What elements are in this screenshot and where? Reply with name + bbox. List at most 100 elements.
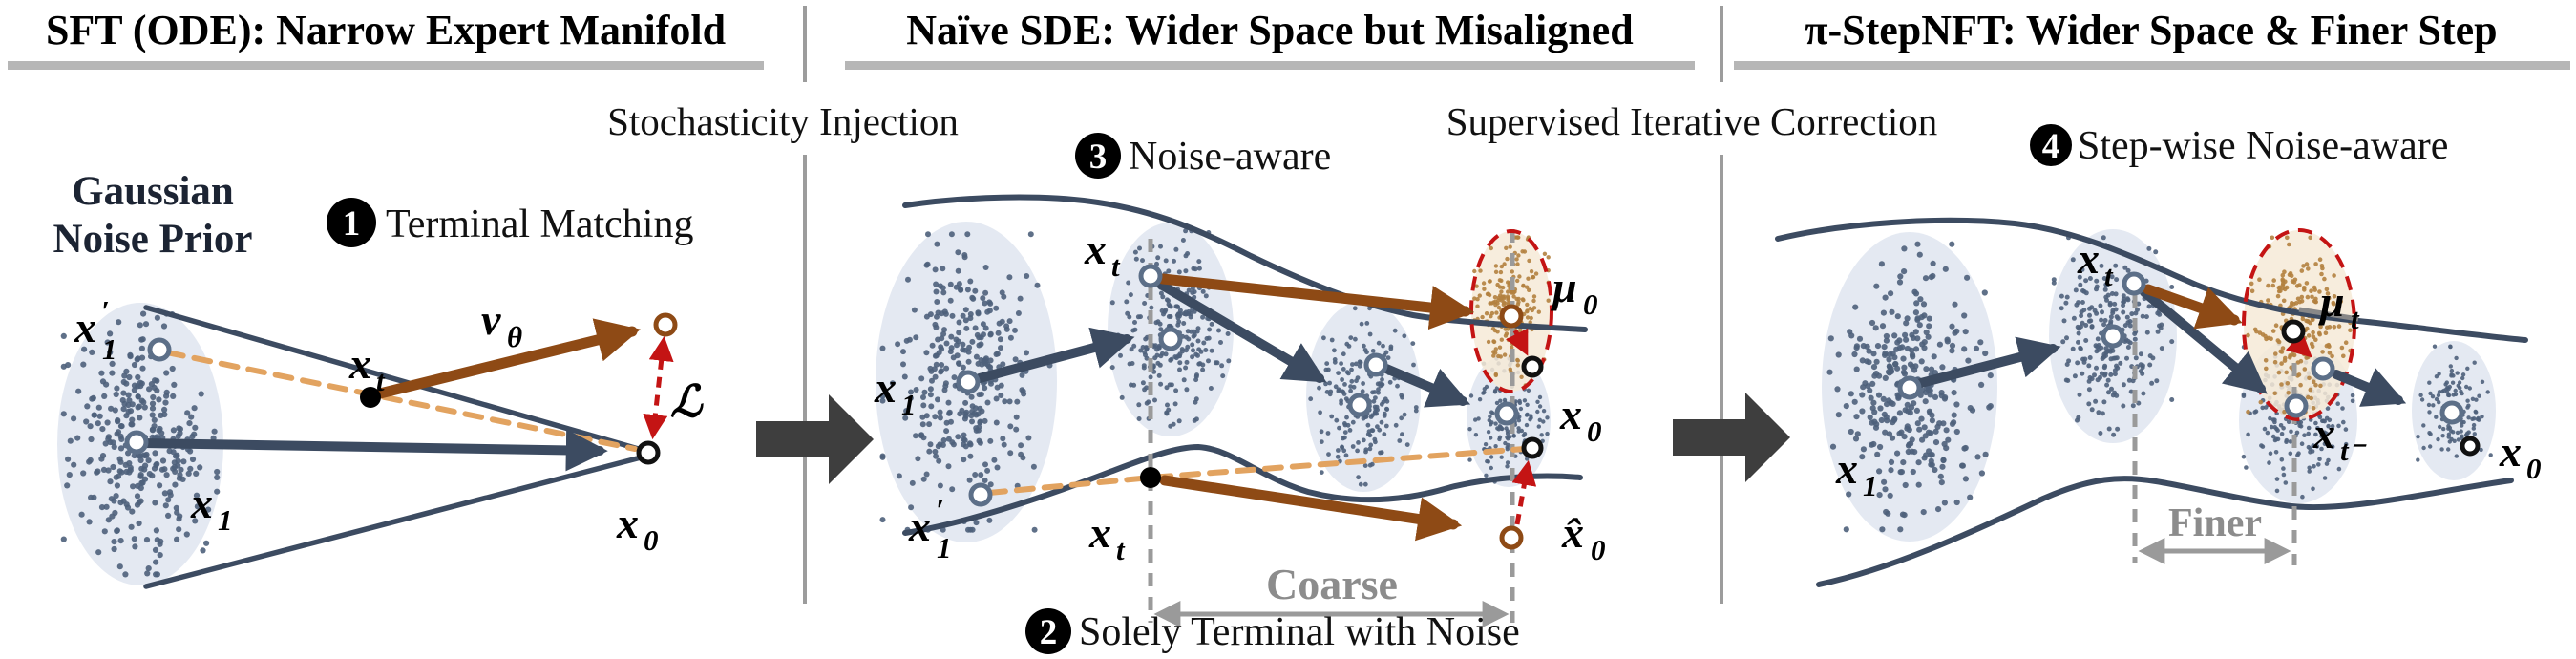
mismatch-arrow-upper [1506, 328, 1529, 356]
xt-marker [360, 387, 381, 408]
x1-prime-label-prime: ′ [101, 294, 110, 328]
noise-interpolation-dashed-line [986, 446, 1528, 496]
tube-upper-curve-gray-segment [2298, 307, 2359, 322]
badge-3-number: 3 [1089, 138, 1108, 177]
mut-marker [2281, 319, 2306, 344]
mu0-label-sub: 0 [1583, 287, 1598, 321]
flow-arrow-3 [2332, 368, 2407, 407]
panel3-title-rule [1734, 61, 2570, 70]
xt-minus-label: x [2312, 409, 2335, 457]
mu0-marker [1499, 304, 1524, 329]
xt-label-sub: t [376, 364, 386, 397]
dist2-center-marker [2101, 324, 2125, 349]
coarse-prediction-arrow-bottom [1159, 475, 1463, 542]
sample-marker-lower [1521, 436, 1544, 459]
divider-2-bottom [1720, 155, 1723, 604]
tube-upper-curve [1775, 217, 2528, 343]
panel2-naive-sde: Coarse x 1 x ′ 1 x t x t μ 0 x 0 x̂ 0 3 … [874, 133, 1606, 654]
flow-arrow-1 [975, 327, 1135, 383]
prediction-marker [653, 312, 678, 337]
mut-label: μ [2318, 277, 2345, 326]
x1-marker [1897, 375, 1922, 400]
xt-bottom-label-sub: t [1116, 533, 1126, 566]
x1-marker [956, 370, 981, 394]
x0-marker [2460, 436, 2481, 457]
noise-interpolation-dashed-line [164, 350, 638, 452]
dist3-sample-marker [1363, 352, 1388, 377]
transition-arrow-1-icon [756, 394, 874, 484]
panel3-pi-stepnft: Finer x 1 x t μ t x t⁻ x 0 4 Step-wise N… [1775, 124, 2542, 587]
x0hat-label: x̂ [1561, 508, 1584, 557]
sample-marker-upper [1521, 355, 1544, 378]
dist3-center-marker [2284, 393, 2309, 418]
x0-marker [636, 440, 661, 465]
x0-center-marker [1494, 401, 1519, 426]
panel1-title: SFT (ODE): Narrow Expert Manifold [46, 7, 726, 53]
loss-double-arrow [643, 335, 674, 440]
expert-trajectory-arrow [138, 429, 608, 472]
x1-prime-label: x [74, 303, 96, 351]
badge-4-number: 4 [2042, 127, 2060, 166]
dist3-center-marker [1347, 393, 1372, 417]
badge-2-icon [1025, 608, 1071, 654]
xt-label: x [2077, 234, 2100, 283]
xt-bottom-label: x [1088, 508, 1111, 557]
x1-prime-label-prime: ′ [936, 493, 944, 526]
xt-top-marker [1138, 264, 1163, 288]
tube-lower-curve [1816, 476, 2514, 587]
mu0-label: μ [1551, 263, 1577, 311]
flow-arrow-3 [1382, 364, 1471, 408]
panel3-title: π-StepNFT: Wider Space & Finer Step [1805, 7, 2497, 53]
x0-label: x [2499, 427, 2522, 476]
x1-label-sub: 1 [1863, 469, 1878, 502]
xt-minus-sample-marker [2311, 356, 2335, 381]
badge-2-label: Solely Terminal with Noise [1079, 610, 1520, 654]
x0-label-sub: 0 [1587, 415, 1602, 448]
x0hat-marker [1499, 525, 1524, 550]
scatter-dots [2051, 235, 2175, 437]
panel2-title-rule [845, 61, 1695, 70]
panel1-title-rule [8, 61, 764, 70]
x0-label: x [1559, 390, 1582, 438]
xt-top-label: x [1084, 224, 1107, 273]
badge-4-icon [2030, 124, 2072, 166]
transition-arrow-2-icon [1673, 393, 1790, 482]
bridge-label-supervised: Supervised Iterative Correction [1446, 99, 1938, 143]
xt-label-sub: t [2104, 259, 2114, 292]
badge-3-icon [1075, 133, 1121, 179]
manifold-lower-edge [143, 453, 651, 589]
step-prediction-arrow [2143, 284, 2243, 330]
x0-label-sub: 0 [2526, 452, 2542, 485]
finer-step-label: Finer [2168, 501, 2262, 545]
badge-1-icon [327, 198, 376, 247]
xt-marker [2122, 271, 2146, 296]
flow-arrow-2 [1156, 280, 1327, 383]
scatter-dots [1826, 241, 1994, 533]
flow-arrow-2 [2140, 287, 2268, 394]
x1-marker [124, 430, 149, 455]
mismatch-arrow-lower [1511, 459, 1537, 525]
panel1-sft: Gaussian Noise Prior x ′ 1 x 1 x t v θ ℒ… [53, 169, 704, 589]
x0-label-sub: 0 [644, 523, 659, 557]
gaussian-prior-label-line2: Noise Prior [53, 217, 253, 262]
coarse-prediction-arrow-top [1157, 273, 1475, 330]
xt-bottom-marker [1140, 467, 1161, 488]
x1-label-sub: 1 [218, 503, 233, 537]
badge-1-label: Terminal Matching [386, 202, 693, 246]
x1-prime-label-sub: 1 [102, 332, 117, 366]
velocity-prediction-arrow [374, 318, 641, 399]
badge-4-label: Step-wise Noise-aware [2078, 124, 2448, 168]
x1-label: x [1835, 444, 1858, 493]
tube-lower-curve [902, 443, 1583, 536]
gaussian-prior-label-line1: Gaussian [72, 169, 234, 214]
manifold-upper-edge [143, 305, 651, 455]
velocity-label-sub: θ [507, 320, 522, 353]
predicted-mean-ellipse-border [2242, 228, 2356, 421]
divider-2-top [1720, 6, 1723, 82]
noise-sampling-arrow [2285, 331, 2312, 358]
panel2-title: Naïve SDE: Wider Space but Misaligned [906, 7, 1634, 53]
x1-label: x [874, 363, 897, 412]
xt-label: x [348, 339, 371, 388]
